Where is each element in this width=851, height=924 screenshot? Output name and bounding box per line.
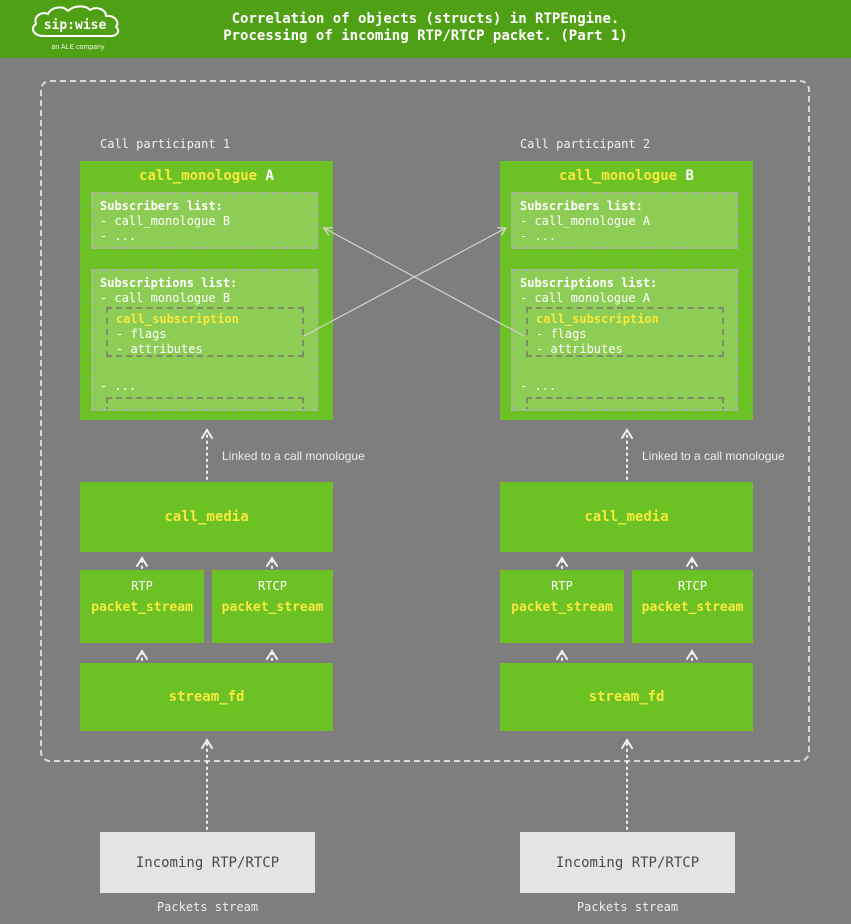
linked-to-monologue-label: Linked to a call monologue [642,449,785,463]
sipwise-logo: sip:wise an ALE company [31,5,120,51]
call-subscription-title: call_subscription [536,312,659,326]
linked-to-monologue-label: Linked to a call monologue [222,449,365,463]
subscribers-item: - call_monologue B [100,214,231,228]
subscribers-item: - call_monologue A [520,214,651,228]
packet-stream-rtcp-box: RTCP packet_stream [212,570,333,643]
incoming-rtp-rtcp-box: Incoming RTP/RTCP [100,832,315,893]
packet-stream-title: packet_stream [641,600,744,615]
call-monologue-b-box: call_monologue B Subscribers list: - cal… [500,161,753,420]
subscriptions-item: - call monologue B [100,291,231,305]
subscriptions-list-title: Subscriptions list: [520,276,658,290]
subscribers-list-box: Subscribers list: - call_monologue A - .… [511,192,738,249]
call-monologue-suffix: B [685,168,694,184]
logo-text: sip:wise [44,18,107,33]
subscribers-item: - ... [520,229,557,243]
call-subscription-title: call_subscription [116,312,239,326]
call-subscription-box: call_subscription - flags - attributes [106,307,304,357]
packet-stream-rtp-box: RTP packet_stream [80,570,204,643]
packet-stream-rtp-box: RTP packet_stream [500,570,624,643]
call-monologue-title-text: call_monologue [139,168,258,184]
packets-stream-label: Packets stream [156,900,259,914]
packet-stream-title: packet_stream [511,600,613,615]
call-subscription-box: call_subscription - flags - attributes [526,307,724,357]
page-title-line2: Processing of incoming RTP/RTCP packet. … [223,28,628,44]
call-monologue-title-text: call_monologue [559,168,678,184]
page-title: Correlation of objects (structs) in RTPE… [0,11,851,45]
stream-fd-box: stream_fd [80,663,333,731]
subscriptions-list-box: Subscriptions list: - call monologue B c… [91,269,318,411]
packet-stream-title: packet_stream [221,600,324,615]
rtcp-label: RTCP [678,579,707,593]
subscribers-item: - ... [100,229,137,243]
call-monologue-suffix: A [265,168,274,184]
incoming-rtp-rtcp-label: Incoming RTP/RTCP [555,854,700,871]
call-monologue-b-title: call_monologue B [500,168,753,184]
subscriptions-item: - call monologue A [520,291,651,305]
call-media-title: call_media [164,509,249,525]
call-media-box: call_media [500,482,753,552]
rtp-label: RTP [131,579,153,593]
subscription-more-box [526,397,724,409]
packet-stream-title: packet_stream [91,600,193,615]
call-monologue-a-title: call_monologue A [80,168,333,184]
subscriptions-list-title: Subscriptions list: [100,276,238,290]
subscribers-list-box: Subscribers list: - call_monologue B - .… [91,192,318,249]
subscriptions-more-label: - ... [520,379,557,393]
participant-2-column: Call participant 2 call_monologue B Subs… [420,0,851,924]
rtcp-label: RTCP [258,579,287,593]
call-monologue-a-box: call_monologue A Subscribers list: - cal… [80,161,333,420]
subscribers-list-title: Subscribers list: [520,199,643,213]
call-subscription-item: - flags [536,327,587,341]
subscriptions-list-box: Subscriptions list: - call monologue A c… [511,269,738,411]
logo-cloud-icon [31,5,120,38]
logo-tagline: an ALE company [52,44,105,51]
incoming-rtp-rtcp-box: Incoming RTP/RTCP [520,832,735,893]
packets-stream-label: Packets stream [576,900,679,914]
call-media-title: call_media [584,509,669,525]
subscriptions-more-label: - ... [100,379,137,393]
subscription-more-box [106,397,304,409]
rtp-label: RTP [551,579,573,593]
stream-fd-title: stream_fd [168,689,245,705]
subscribers-list-title: Subscribers list: [100,199,223,213]
call-subscription-item: - attributes [536,342,623,356]
participant-1-label: Call participant 1 [100,137,231,151]
header-bar: sip:wise an ALE company Correlation of o… [0,0,851,58]
participant-1-column: Call participant 1 call_monologue A Subs… [80,137,365,914]
rtpengine-objects-container [40,80,810,762]
call-media-box: call_media [80,482,333,552]
page-title-line1: Correlation of objects (structs) in RTPE… [231,11,620,27]
call-subscription-item: - attributes [116,342,203,356]
call-subscription-item: - flags [116,327,167,341]
stream-fd-box: stream_fd [500,663,753,731]
participant-2-label: Call participant 2 [520,137,651,151]
packet-stream-rtcp-box: RTCP packet_stream [632,570,753,643]
incoming-rtp-rtcp-label: Incoming RTP/RTCP [135,854,280,871]
stream-fd-title: stream_fd [588,689,665,705]
